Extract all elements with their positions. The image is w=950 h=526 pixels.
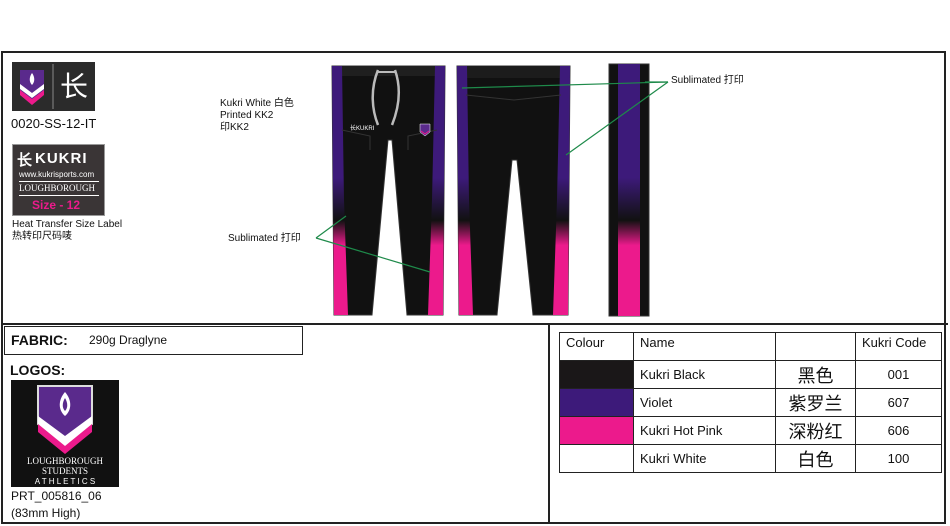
table-row: Kukri White 白色 100: [559, 444, 942, 473]
brand-logo-tile: 长: [12, 62, 95, 111]
colour-name: Kukri Black: [633, 360, 776, 389]
annotation-sublimated-left: Sublimated 打印: [228, 233, 301, 244]
size-label: 长 KUKRI www.kukrisports.com LOUGHBOROUGH…: [12, 144, 105, 216]
size-label-rule: [19, 181, 99, 182]
fabric-label: FABRIC:: [11, 332, 68, 348]
colour-code: 606: [855, 416, 942, 445]
colour-name: Kukri Hot Pink: [633, 416, 776, 445]
front-view: 长KUKRI: [331, 65, 446, 316]
colour-name: Violet: [633, 388, 776, 417]
colour-swatch: [559, 416, 634, 445]
table-row: Violet 紫罗兰 607: [559, 388, 942, 417]
logo-height: (83mm High): [11, 506, 81, 520]
table-row: Kukri Hot Pink 深粉红 606: [559, 416, 942, 445]
logo-text-line3: A T H L E T I C S: [34, 477, 96, 486]
size-label-size: Size - 12: [32, 198, 81, 212]
size-label-caption-cn: 热转印尺码唛: [12, 231, 72, 242]
colour-code: 001: [855, 360, 942, 389]
column-divider: [548, 325, 550, 524]
colour-table: Colour Name Kukri Code Kukri Black 黑色 00…: [559, 332, 942, 473]
colour-name-cn: 白色: [775, 444, 856, 473]
colour-name-cn: 黑色: [775, 360, 856, 389]
table-row: Kukri Black 黑色 001: [559, 360, 942, 389]
colour-code: 100: [855, 444, 942, 473]
col-header-cn: [775, 332, 856, 361]
col-header-code: Kukri Code: [855, 332, 942, 361]
annotation-kukri-white: Kukri White 白色: [220, 98, 294, 109]
colour-name-cn: 紫罗兰: [775, 388, 856, 417]
logos-label: LOGOS:: [10, 362, 66, 378]
garment-drawings: 长KUKRI: [315, 63, 669, 317]
fabric-value: 290g Draglyne: [89, 333, 168, 347]
athletics-shield-icon: [37, 385, 93, 454]
fabric-box: FABRIC: 290g Draglyne: [4, 326, 303, 355]
spec-sheet-frame: [1, 51, 946, 524]
colour-swatch: [559, 444, 634, 473]
colour-name-cn: 深粉红: [775, 416, 856, 445]
svg-text:长KUKRI: 长KUKRI: [350, 124, 375, 132]
size-label-club: LOUGHBOROUGH: [19, 183, 95, 193]
side-view: [608, 63, 650, 317]
kukri-mark-icon: 长: [17, 151, 33, 169]
size-label-brand: KUKRI: [35, 150, 88, 167]
logo-text-line2: STUDENTS: [41, 466, 88, 476]
section-divider: [1, 323, 948, 325]
size-label-website: www.kukrisports.com: [19, 170, 95, 179]
annotation-sublimated-top: Sublimated 打印: [671, 75, 744, 86]
logo-text-line1: LOUGHBOROUGH: [27, 456, 103, 466]
size-label-rule: [19, 195, 99, 196]
svg-text:长: 长: [60, 70, 88, 103]
style-code: 0020-SS-12-IT: [11, 116, 97, 131]
back-view: [456, 65, 571, 316]
colour-table-header: Colour Name Kukri Code: [559, 332, 942, 361]
colour-swatch: [559, 388, 634, 417]
colour-swatch: [559, 360, 634, 389]
col-header-colour: Colour: [559, 332, 634, 361]
leader-lines: [315, 81, 669, 273]
logo-ref: PRT_005816_06: [11, 489, 102, 503]
annotation-printed: Printed KK2: [220, 110, 274, 121]
size-label-caption: Heat Transfer Size Label: [12, 219, 123, 230]
shield-logo-icon: 长: [12, 62, 88, 111]
colour-name: Kukri White: [633, 444, 776, 473]
annotation-printed-cn: 印KK2: [220, 122, 249, 133]
col-header-name: Name: [633, 332, 776, 361]
athletics-logo: LOUGHBOROUGH STUDENTS A T H L E T I C S: [11, 380, 119, 487]
colour-code: 607: [855, 388, 942, 417]
